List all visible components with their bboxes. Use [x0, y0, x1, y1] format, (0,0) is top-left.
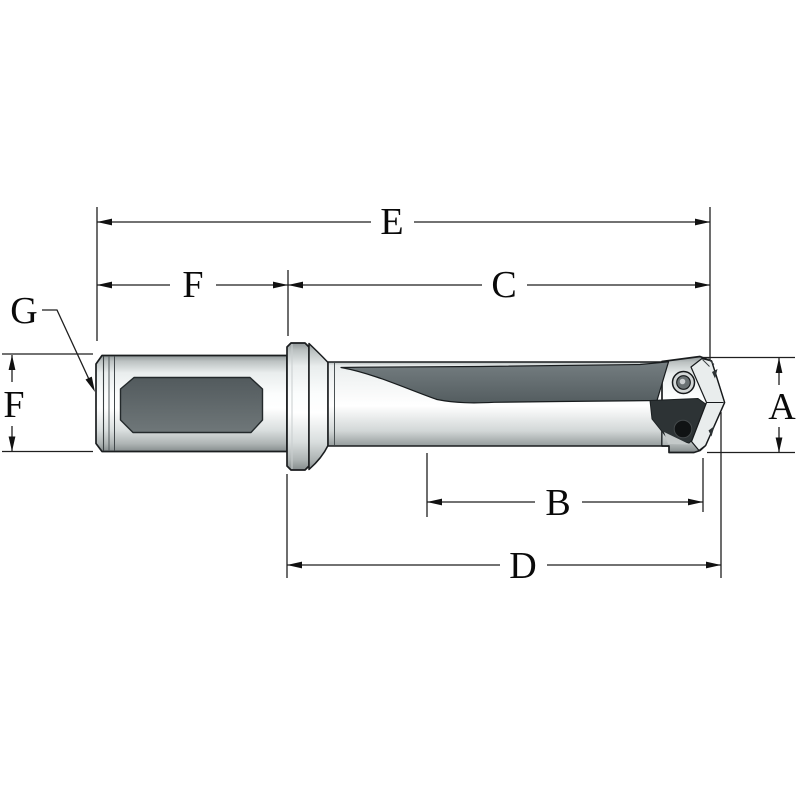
arrow-fleft-up — [8, 355, 16, 370]
chip-notch-lower — [708, 426, 715, 437]
label-g: G — [10, 290, 37, 332]
arrow-f-right — [273, 281, 288, 289]
leader-g — [42, 309, 94, 389]
arrow-a-up — [775, 358, 783, 373]
pocket-lower-light — [664, 432, 690, 445]
arrow-d-left — [287, 561, 302, 569]
tool-drawing — [95, 342, 726, 471]
label-f-top: F — [182, 264, 203, 306]
cone-transition — [308, 342, 329, 471]
chip-notch-upper — [712, 369, 718, 379]
arrow-b-left — [427, 498, 442, 506]
dimension-arrowheads — [8, 218, 783, 569]
arrow-c-right — [695, 281, 710, 289]
bevel-hatch-1 — [702, 359, 710, 367]
arrow-e-left — [97, 218, 112, 226]
label-d: D — [509, 545, 536, 587]
label-e: E — [380, 201, 403, 243]
arrow-e-right — [695, 218, 710, 226]
arrow-g-leader — [85, 376, 95, 392]
clamp-screw-center — [679, 378, 686, 385]
arrow-a-down — [775, 437, 783, 453]
arrow-c-left — [288, 281, 303, 289]
arrow-b-right — [688, 498, 703, 506]
arrow-f-left — [97, 281, 112, 289]
label-c: C — [491, 264, 516, 306]
retaining-screw — [673, 419, 693, 439]
arrow-fleft-down — [8, 436, 16, 452]
bevel-hatch-2 — [707, 358, 715, 365]
dimension-labels: E F C G F A B D — [3, 201, 796, 587]
shank-flat — [119, 376, 264, 434]
label-a: A — [768, 386, 796, 428]
label-b: B — [545, 482, 570, 524]
label-f-left: F — [3, 384, 24, 426]
arrow-d-right — [706, 561, 721, 569]
flange-collar — [286, 342, 310, 471]
